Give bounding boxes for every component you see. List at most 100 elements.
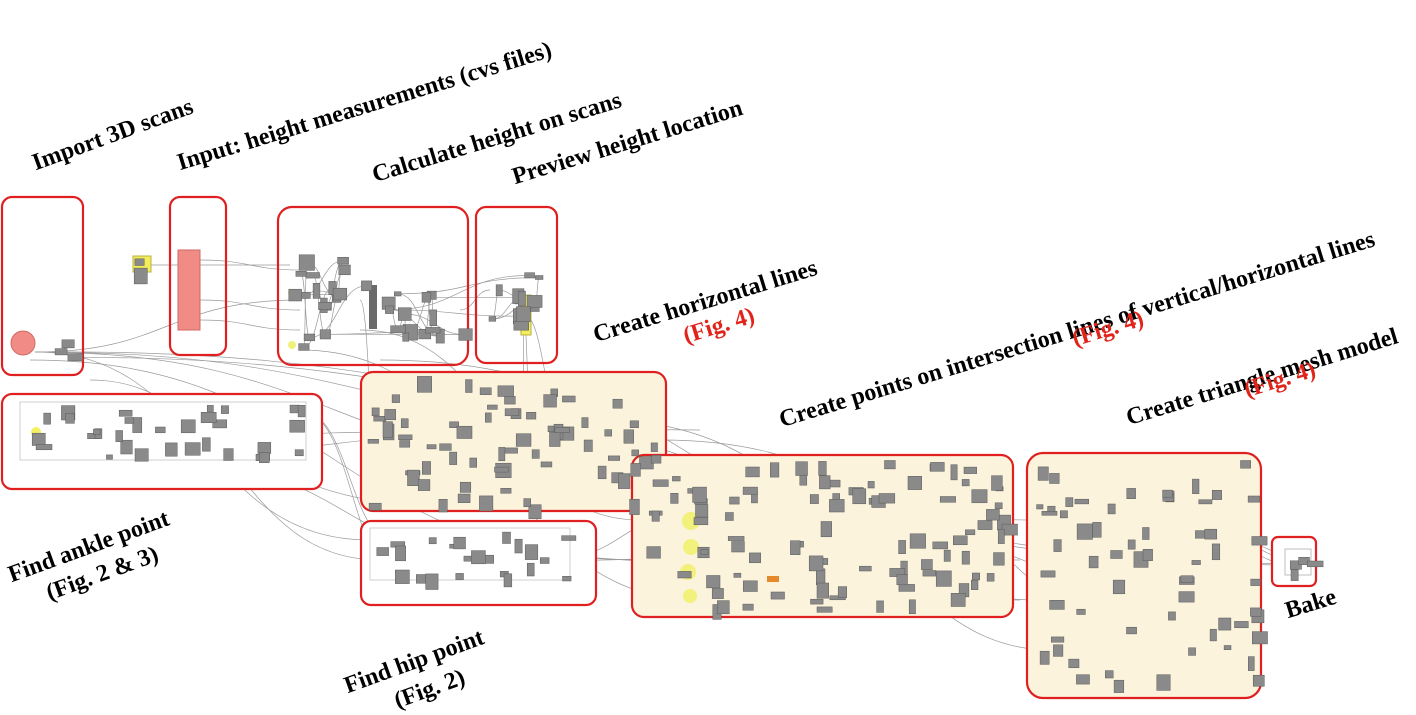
component-node	[505, 409, 519, 416]
component-node	[1077, 609, 1086, 614]
component-node	[106, 455, 112, 459]
scan-import-param	[11, 331, 35, 355]
component-node	[535, 276, 543, 280]
component-node	[503, 532, 511, 543]
component-node	[429, 538, 436, 544]
component-node	[369, 503, 381, 510]
wire	[301, 274, 309, 338]
component-node	[1127, 627, 1137, 634]
component-node	[398, 308, 411, 321]
component-node	[125, 418, 133, 424]
component-node	[456, 573, 464, 579]
component-node	[1199, 500, 1212, 504]
component-node	[119, 410, 132, 416]
component-node	[1050, 600, 1065, 609]
component-node	[1307, 561, 1323, 567]
component-node	[501, 488, 511, 493]
component-node	[36, 444, 52, 449]
component-node	[306, 273, 319, 279]
component-node	[202, 438, 210, 452]
component-node	[527, 563, 534, 576]
component-node	[1219, 618, 1231, 630]
component-node	[299, 255, 314, 271]
component-node	[526, 412, 536, 419]
component-node	[1050, 473, 1060, 483]
component-node	[505, 396, 516, 404]
component-node	[532, 450, 539, 459]
component-node	[333, 288, 347, 300]
component-node	[368, 439, 379, 443]
component-node	[516, 434, 531, 447]
component-node	[487, 405, 497, 409]
component-node	[817, 607, 832, 612]
component-node	[1113, 580, 1125, 594]
component-node	[480, 388, 491, 395]
component-node	[728, 536, 744, 540]
component-node	[392, 395, 400, 403]
component-node	[743, 581, 757, 592]
component-node	[135, 449, 148, 462]
component-node	[1075, 499, 1089, 504]
wire	[200, 300, 300, 310]
component-node	[133, 418, 142, 433]
component-node	[972, 490, 987, 503]
component-node	[951, 465, 957, 480]
component-node	[618, 474, 630, 489]
component-node	[1168, 612, 1175, 620]
component-node	[734, 573, 741, 577]
component-node	[1038, 467, 1048, 481]
component-node	[1192, 560, 1201, 564]
component-node	[678, 571, 691, 578]
component-node	[290, 405, 299, 413]
component-node	[524, 499, 531, 507]
component-node	[134, 268, 147, 284]
component-node	[730, 497, 740, 504]
component-node	[555, 428, 569, 433]
component-node	[372, 408, 379, 416]
component-node	[1041, 571, 1055, 577]
component-node	[810, 495, 818, 504]
component-node	[923, 571, 936, 577]
component-node	[562, 536, 576, 541]
preview-slider-group	[369, 285, 377, 329]
component-node	[417, 376, 431, 392]
component-node	[295, 450, 303, 456]
component-node	[749, 553, 760, 563]
component-node	[725, 513, 733, 521]
component-node	[746, 467, 760, 477]
component-node	[940, 497, 955, 503]
component-node	[181, 420, 195, 433]
component-node	[1205, 529, 1217, 539]
component-node	[909, 600, 915, 614]
component-node	[1076, 675, 1089, 684]
component-node	[986, 509, 999, 520]
component-node	[964, 467, 977, 474]
component-node	[1212, 544, 1220, 560]
component-node	[395, 570, 409, 584]
highlight-circle	[683, 589, 697, 603]
component-node	[399, 435, 413, 440]
component-node	[221, 406, 228, 414]
component-node	[496, 285, 502, 296]
component-node	[408, 470, 420, 486]
component-node	[838, 587, 847, 598]
component-node	[165, 443, 177, 456]
component-node	[1163, 490, 1173, 497]
highlight-circle	[288, 341, 296, 349]
component-node	[853, 489, 866, 504]
component-node	[439, 499, 447, 512]
component-node	[717, 601, 729, 614]
component-node	[630, 421, 639, 428]
component-node	[1252, 632, 1267, 644]
component-node	[951, 593, 965, 606]
component-node	[605, 430, 612, 437]
component-node	[1251, 579, 1261, 586]
component-node	[299, 344, 310, 351]
component-node	[459, 329, 473, 341]
highlight-circle	[683, 539, 699, 555]
component-node	[672, 476, 680, 481]
component-node	[732, 542, 745, 553]
component-node	[298, 405, 305, 417]
component-node	[304, 334, 315, 341]
component-node	[93, 429, 100, 435]
